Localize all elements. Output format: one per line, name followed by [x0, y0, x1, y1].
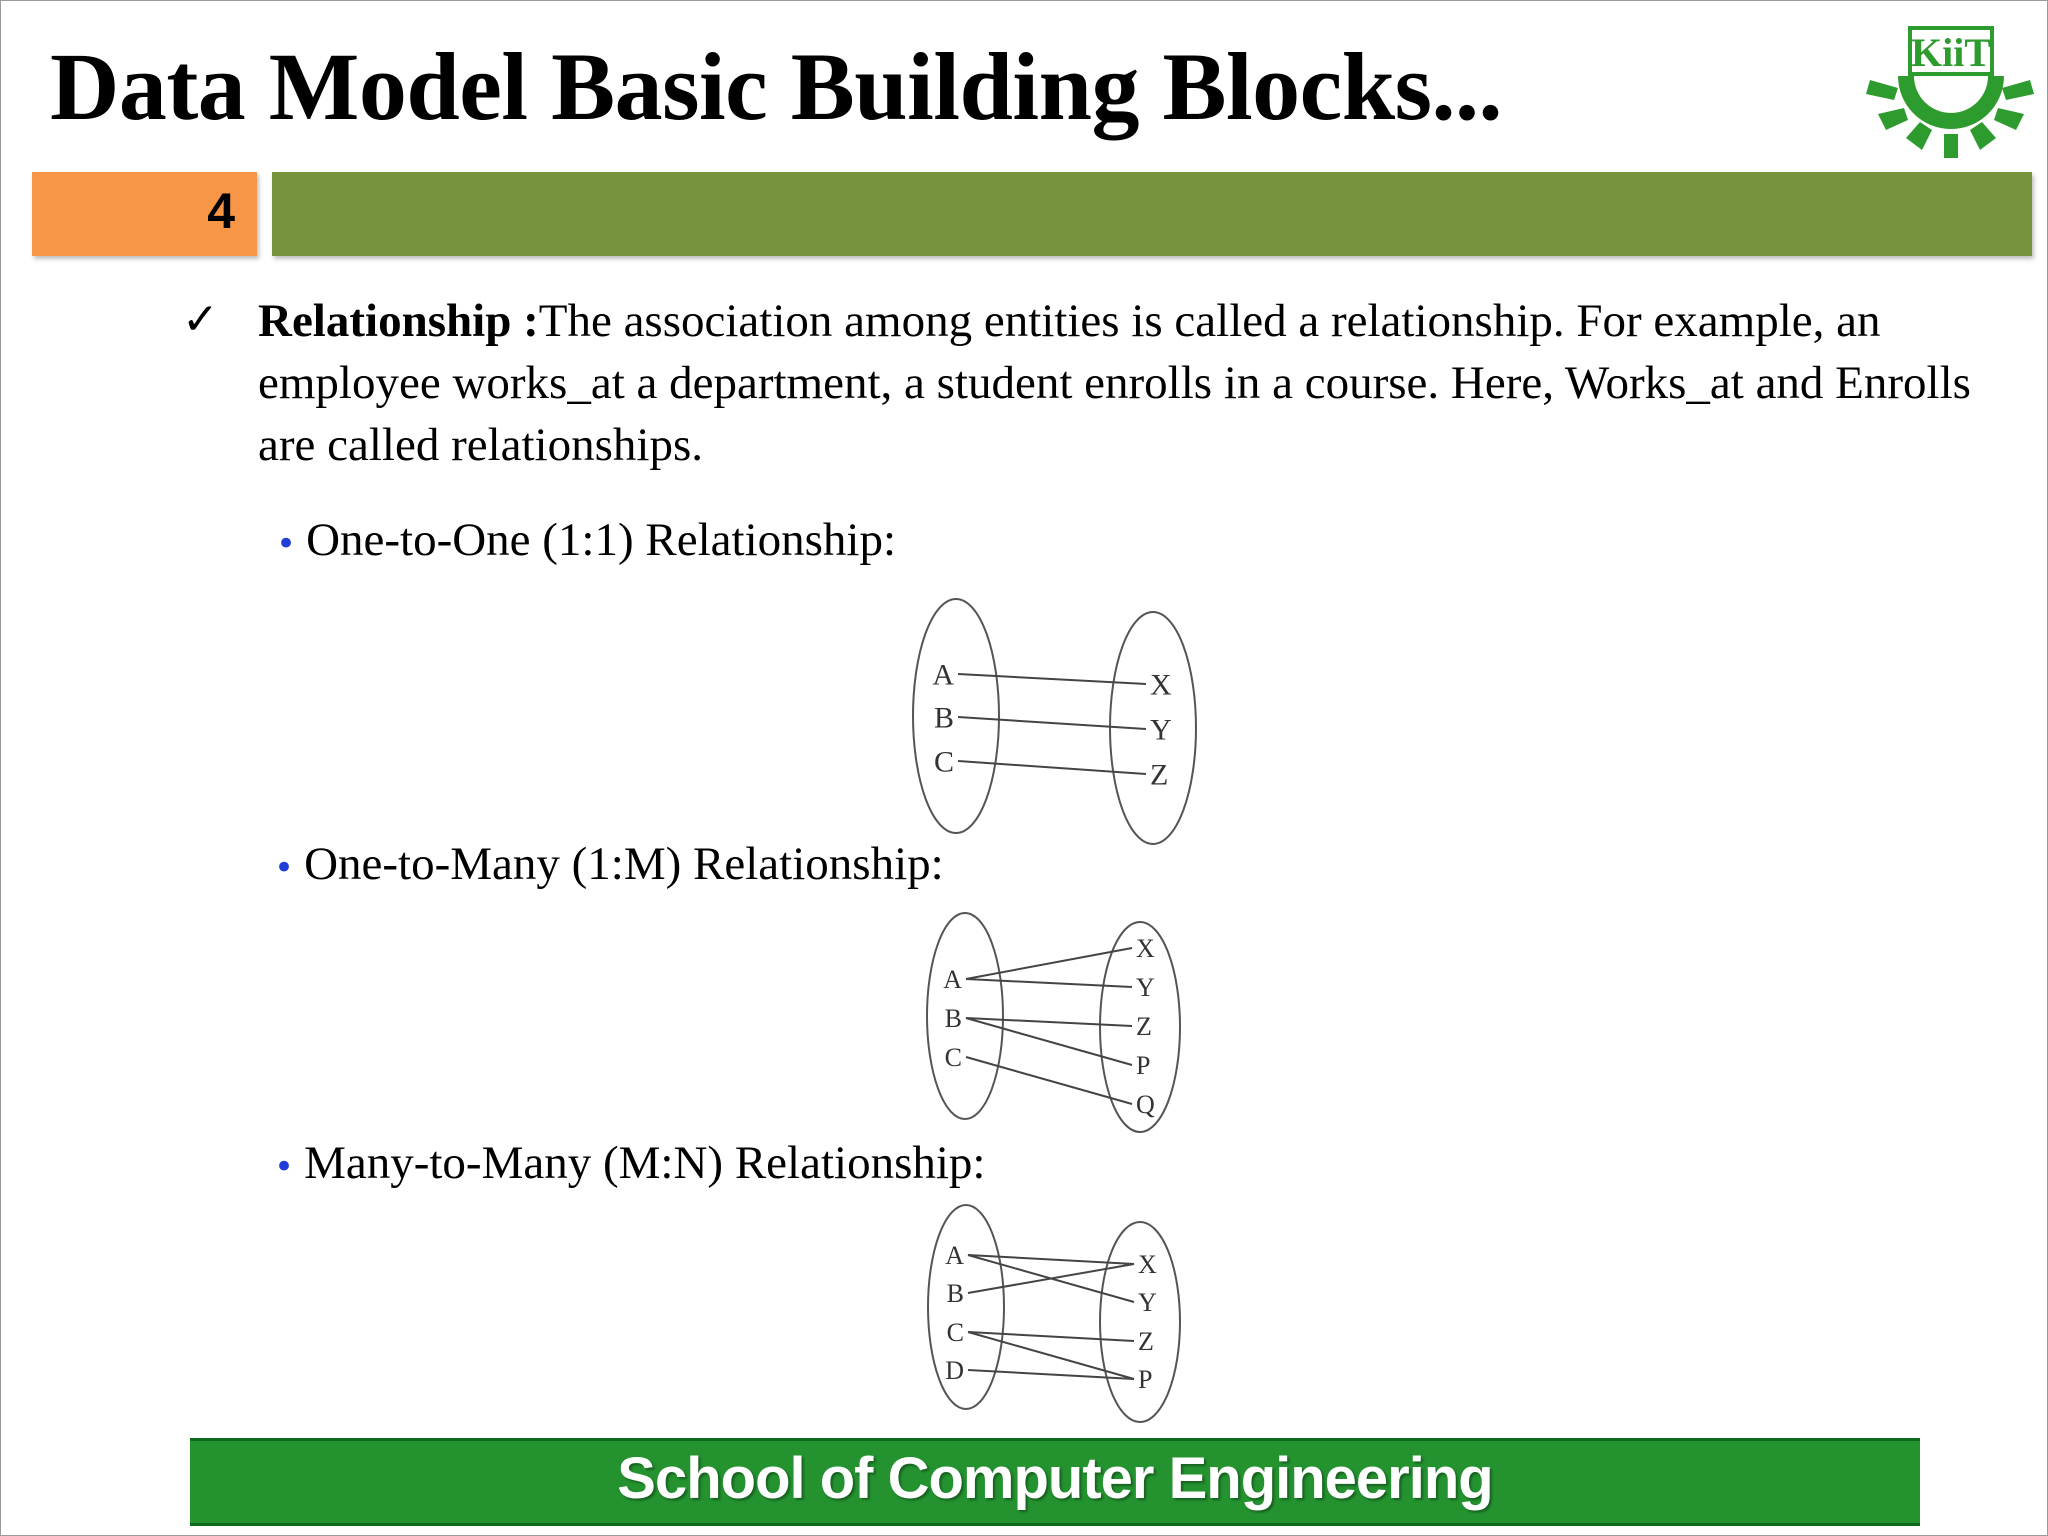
entity-label: C: [947, 1318, 964, 1347]
list-item-one-to-one: •One-to-One (1:1) Relationship:: [276, 513, 896, 567]
entity-label: Y: [1136, 973, 1155, 1002]
link-A-Y: [965, 978, 1133, 988]
link-B-P: [965, 1017, 1133, 1066]
entity-label: A: [945, 1241, 964, 1270]
relationship-term: Relationship :: [258, 295, 539, 347]
link-A-X: [957, 673, 1147, 685]
link-C-Z: [957, 760, 1147, 775]
entity-label: C: [934, 746, 954, 779]
bullet-icon: •: [274, 1147, 295, 1188]
entity-label: Y: [1150, 714, 1172, 747]
entity-label: P: [1138, 1365, 1152, 1394]
link-A-X: [967, 1254, 1135, 1265]
relationship-definition: Relationship :The association among enti…: [258, 290, 1998, 476]
entity-label: B: [945, 1004, 962, 1033]
entity-label: P: [1136, 1051, 1150, 1080]
entity-label: Q: [1136, 1090, 1155, 1119]
entity-label: X: [1138, 1250, 1157, 1279]
checkmark-icon: ✓: [182, 294, 219, 345]
list-item-label: One-to-Many (1:M) Relationship:: [304, 838, 944, 890]
link-D-P: [967, 1369, 1135, 1380]
slide-title: Data Model Basic Building Blocks...: [50, 33, 1503, 140]
list-item-many-to-many: •Many-to-Many (M:N) Relationship:: [274, 1136, 985, 1190]
list-item-label: Many-to-Many (M:N) Relationship:: [304, 1137, 986, 1189]
footer-text: School of Computer Engineering: [617, 1446, 1493, 1511]
bullet-icon: •: [276, 524, 297, 565]
entity-label: A: [943, 965, 962, 994]
entity-label: Z: [1138, 1327, 1154, 1356]
entity-label: B: [934, 702, 954, 735]
entity-label: X: [1136, 934, 1155, 963]
footer-banner: School of Computer Engineering: [190, 1438, 1920, 1526]
one-to-one-diagram: ABC XYZ: [912, 598, 1197, 845]
bullet-icon: •: [274, 848, 295, 889]
entity-label: Z: [1136, 1012, 1152, 1041]
logo-text: KiiT: [1911, 30, 1991, 75]
list-item-one-to-many: •One-to-Many (1:M) Relationship:: [274, 837, 944, 891]
slide-number: 4: [207, 183, 235, 239]
entity-label: A: [932, 659, 954, 692]
link-C-Q: [965, 1056, 1133, 1105]
link-B-X: [967, 1263, 1135, 1294]
kiit-logo: KiiT: [1866, 26, 2034, 158]
list-item-label: One-to-One (1:1) Relationship:: [306, 514, 897, 566]
link-C-P: [967, 1331, 1135, 1380]
entity-label: Y: [1138, 1288, 1157, 1317]
link-B-Z: [965, 1017, 1133, 1027]
link-A-X: [965, 947, 1133, 980]
entity-label: D: [945, 1356, 964, 1385]
link-B-Y: [957, 716, 1147, 730]
entity-label: X: [1150, 669, 1172, 702]
header-bar: [272, 172, 2032, 256]
entity-label: B: [947, 1279, 964, 1308]
entity-label: Z: [1150, 759, 1168, 792]
relationship-text: The association among entities is called…: [258, 295, 1971, 471]
entity-label: C: [945, 1043, 962, 1072]
link-C-Z: [967, 1331, 1135, 1342]
slide-number-bar: 4: [32, 172, 257, 256]
